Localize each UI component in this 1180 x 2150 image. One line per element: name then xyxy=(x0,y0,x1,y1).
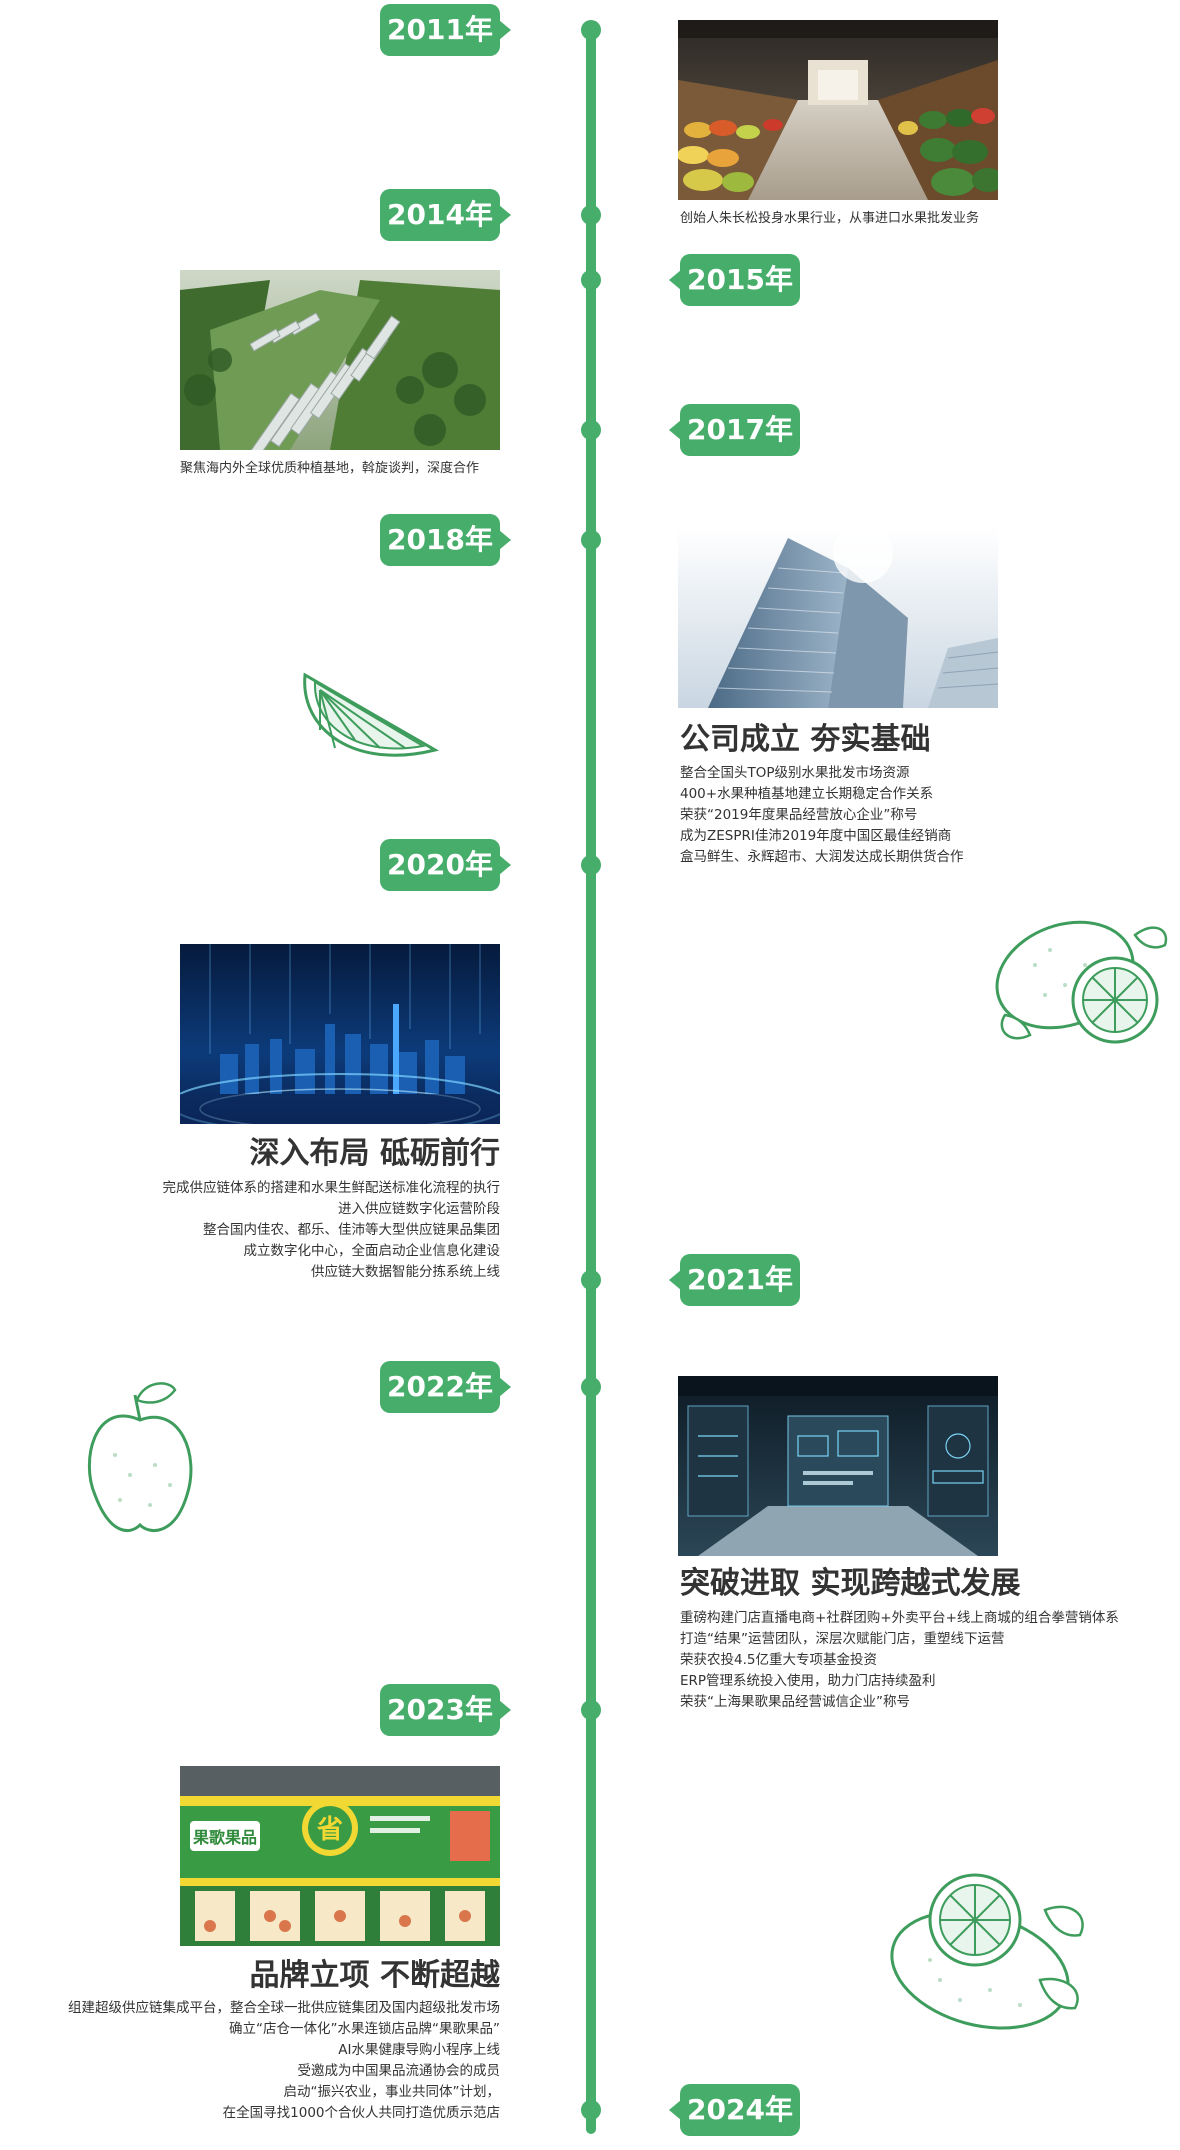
guoge-store-front-photo: 果歌果品 省 xyxy=(180,1766,500,1946)
deepen-line: 成立数字化中心，全面启动企业信息化建设 xyxy=(243,1243,501,1259)
timeline-dot xyxy=(581,2100,601,2120)
brand-line: 组建超级供应链集成平台，整合全球一批供应链集团及国内超级批发市场 xyxy=(68,2000,500,2016)
deepen-heading: 深入布局 砥砺前行 xyxy=(249,1136,500,1171)
brand-heading: 品牌立项 不断超越 xyxy=(249,1958,500,1993)
deepen-details: 完成供应链体系的搭建和水果生鲜配送标准化流程的执行 进入供应链数字化运营阶段 整… xyxy=(100,1178,501,1283)
timeline-dot xyxy=(581,420,601,440)
company-line: 荣获“2019年度果品经营放心企业”称号 xyxy=(680,807,918,823)
lemon-illustration xyxy=(995,920,1168,1044)
founding-caption: 创始人朱长松投身水果行业，从事进口水果批发业务 xyxy=(680,211,980,226)
deepen-line: 进入供应链数字化运营阶段 xyxy=(338,1201,500,1217)
breakthrough-line: 打造“结果”运营团队，深层次赋能门店，重塑线下运营 xyxy=(680,1631,1005,1647)
year-badge-2022: 2022年 xyxy=(380,1361,511,1413)
deepen-line: 整合国内佳农、都乐、佳沛等大型供应链果品集团 xyxy=(203,1222,500,1238)
timeline-dot xyxy=(581,205,601,225)
company-line: 盒马鲜生、永辉超市、大润发达成长期供货合作 xyxy=(680,849,964,865)
year-badge-2017: 2017年 xyxy=(669,404,800,456)
year-badge-2014: 2014年 xyxy=(380,189,511,241)
breakthrough-heading: 突破进取 实现跨越式发展 xyxy=(680,1566,1021,1601)
data-center-photo xyxy=(678,1376,998,1556)
breakthrough-line: ERP管理系统投入使用，助力门店持续盈利 xyxy=(680,1673,936,1689)
lime-pair-illustration xyxy=(890,1873,1084,2030)
apple-illustration xyxy=(87,1382,193,1533)
brand-line: 受邀成为中国果品流通协会的成员 xyxy=(297,2063,501,2079)
office-tower-photo xyxy=(678,528,998,708)
breakthrough-line: 重磅构建门店直播电商+社群团购+外卖平台+线上商城的组合拳营销体系 xyxy=(680,1610,1119,1626)
greenhouse-valley-aerial-photo xyxy=(180,270,500,450)
timeline-dot xyxy=(581,1377,601,1397)
timeline-dot xyxy=(581,1700,601,1720)
supermarket-fruit-aisle-photo xyxy=(678,20,998,200)
company-line: 400+水果种植基地建立长期稳定合作关系 xyxy=(680,786,934,802)
store-sign: 果歌果品 xyxy=(192,1828,257,1847)
year-badge-2024: 2024年 xyxy=(669,2084,800,2136)
brand-line: AI水果健康导购小程序上线 xyxy=(338,2042,500,2058)
company-line: 整合全国头TOP级别水果批发市场资源 xyxy=(680,765,910,781)
brand-line: 确立“店仓一体化”水果连锁店品牌“果歌果品” xyxy=(229,2021,500,2037)
timeline-dot xyxy=(581,270,601,290)
brand-details: 组建超级供应链集成平台，整合全球一批供应链集团及国内超级批发市场 确立“店仓一体… xyxy=(0,1998,500,2124)
company-details: 整合全国头TOP级别水果批发市场资源 400+水果种植基地建立长期稳定合作关系 … xyxy=(680,763,964,868)
breakthrough-line: 荣获“上海果歌果品经营诚信企业”称号 xyxy=(680,1694,910,1710)
store-badge: 省 xyxy=(316,1815,343,1845)
timeline-dot xyxy=(581,530,601,550)
year-badge-2021: 2021年 xyxy=(669,1254,800,1306)
lime-slice-illustration xyxy=(303,672,439,757)
company-line: 成为ZESPRI佳沛2019年度中国区最佳经销商 xyxy=(680,828,952,844)
brand-line: 启动“振兴农业，事业共同体”计划， xyxy=(283,2084,501,2100)
brand-line: 在全国寻找1000个合伙人共同打造优质示范店 xyxy=(222,2105,500,2121)
breakthrough-line: 荣获农投4.5亿重大专项基金投资 xyxy=(680,1652,877,1668)
timeline-dot xyxy=(581,20,601,40)
company-heading: 公司成立 夯实基础 xyxy=(680,722,931,757)
year-badge-2015: 2015年 xyxy=(669,254,800,306)
digital-city-skyline-photo xyxy=(180,944,500,1124)
deepen-line: 完成供应链体系的搭建和水果生鲜配送标准化流程的执行 xyxy=(162,1180,501,1196)
year-badge-2023: 2023年 xyxy=(380,1684,511,1736)
timeline-dot xyxy=(581,1270,601,1290)
breakthrough-details: 重磅构建门店直播电商+社群团购+外卖平台+线上商城的组合拳营销体系 打造“结果”… xyxy=(680,1608,1119,1713)
timeline-line xyxy=(586,26,596,2134)
year-badge-2011: 2011年 xyxy=(380,4,511,56)
timeline-dot xyxy=(581,855,601,875)
sourcing-caption: 聚焦海内外全球优质种植基地，斡旋谈判，深度合作 xyxy=(180,461,480,476)
year-badge-2018: 2018年 xyxy=(380,514,511,566)
deepen-line: 供应链大数据智能分拣系统上线 xyxy=(311,1264,500,1280)
year-badge-2020: 2020年 xyxy=(380,839,511,891)
